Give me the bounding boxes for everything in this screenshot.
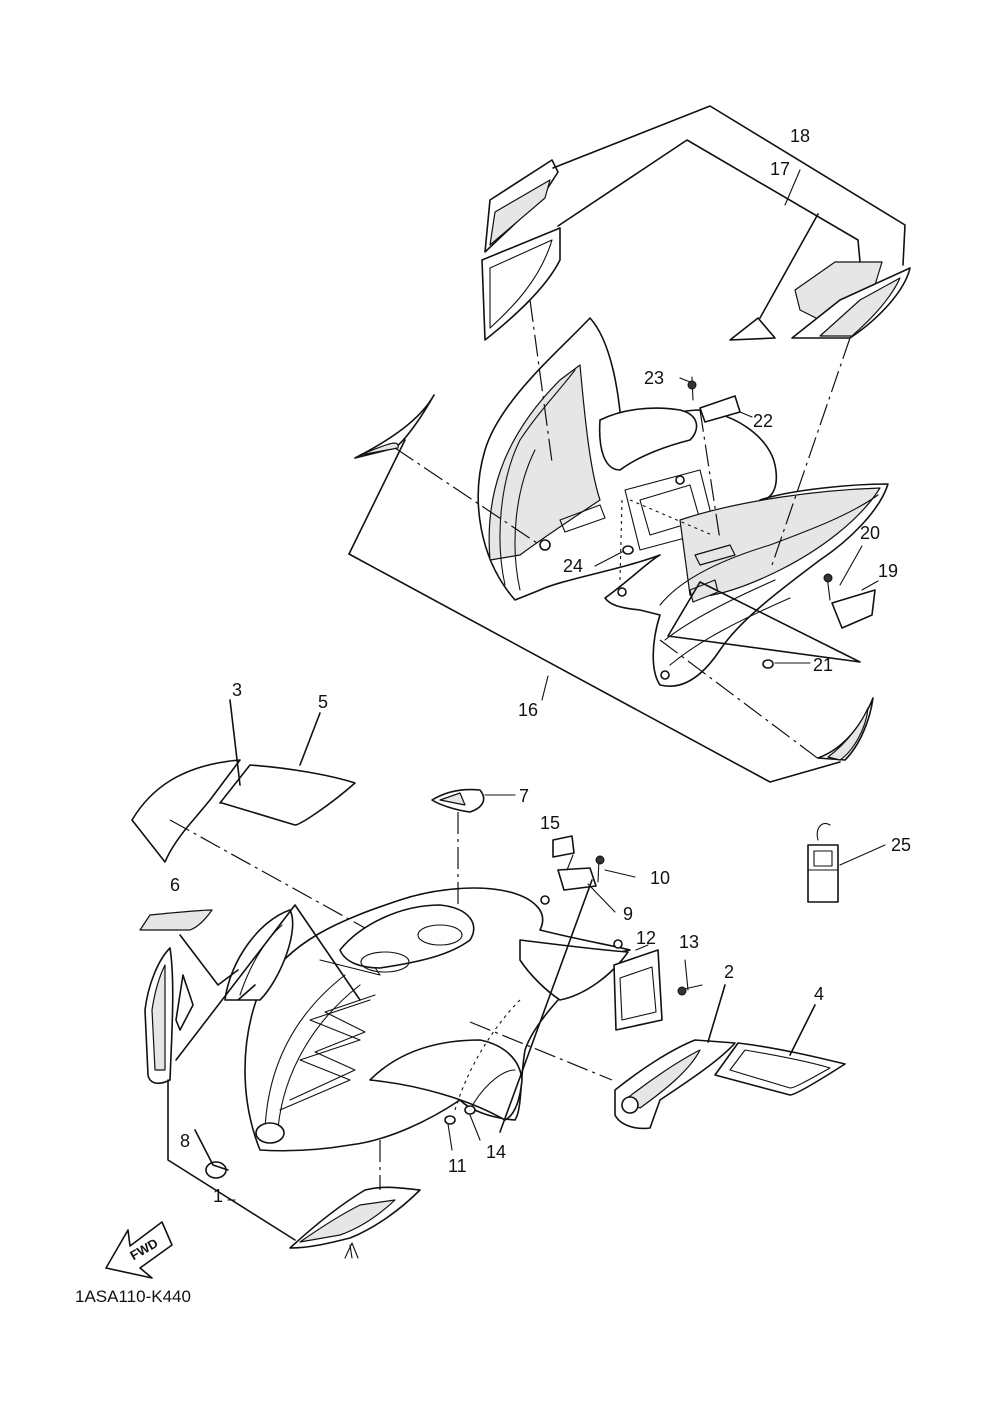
decal-2-side (614, 1039, 736, 1130)
rear-fender-decal-right (729, 261, 911, 341)
decal-1-bottom (289, 1186, 421, 1249)
callout-12: 12 (636, 928, 656, 948)
callout-1: 1 (213, 1186, 223, 1206)
callout-21: 21 (813, 655, 833, 675)
callout-10: 10 (650, 868, 670, 888)
callout-19: 19 (878, 561, 898, 581)
callout-3: 3 (232, 680, 242, 700)
decal-7 (431, 788, 485, 813)
callout-15: 15 (540, 813, 560, 833)
callout-25: 25 (891, 835, 911, 855)
callout-24: 24 (563, 556, 583, 576)
drawing-code: 1ASA110-K440 (75, 1287, 191, 1306)
rear-leader-lines (348, 105, 906, 783)
decal-6 (139, 909, 213, 931)
callout-13: 13 (679, 932, 699, 952)
rear-fasteners (622, 376, 876, 669)
decal-4-side (714, 1042, 846, 1096)
bag-25 (807, 822, 839, 903)
callout-5: 5 (318, 692, 328, 712)
callout-17: 17 (770, 159, 790, 179)
fwd-direction-arrow: FWD (105, 1221, 173, 1279)
front-fasteners (205, 835, 703, 1179)
front-leader-lines (167, 699, 886, 1259)
callout-8: 8 (180, 1131, 190, 1151)
callout-6: 6 (170, 875, 180, 895)
decal-swoosh-right-rear (817, 697, 874, 761)
callout-22: 22 (753, 411, 773, 431)
callout-9: 9 (623, 904, 633, 924)
callout-11: 11 (448, 1156, 467, 1176)
callout-2: 2 (724, 962, 734, 982)
callout-4: 4 (814, 984, 824, 1004)
front-fender-assembly (224, 887, 631, 1152)
callout-23: 23 (644, 368, 664, 388)
callout-14: 14 (486, 1142, 506, 1162)
rear-fender-decal-left (481, 159, 561, 341)
decal-3-5-front-top (131, 759, 356, 863)
decal-swoosh-left-rear (354, 394, 435, 459)
callout-7: 7 (519, 786, 529, 806)
callout-20: 20 (860, 523, 880, 543)
callout-18: 18 (790, 126, 810, 146)
callout-16: 16 (518, 700, 538, 720)
rear-fender-assembly (477, 317, 889, 687)
decal-1-left (144, 947, 194, 1085)
callout-labels: 1 2 3 4 5 6 7 8 9 10 11 12 13 14 15 16 1… (170, 126, 911, 1206)
